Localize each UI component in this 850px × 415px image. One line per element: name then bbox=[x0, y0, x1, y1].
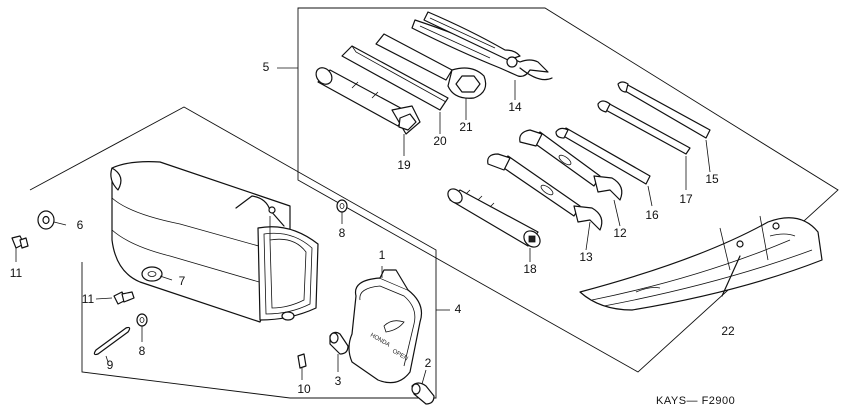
wrench-12 bbox=[519, 129, 623, 201]
callout-22: 22 bbox=[721, 324, 735, 338]
wrench-16 bbox=[555, 127, 651, 185]
callout-12: 12 bbox=[613, 226, 627, 240]
washer-6 bbox=[37, 210, 55, 230]
grommet-10 bbox=[297, 353, 307, 369]
pin-9 bbox=[93, 326, 131, 356]
leader-lines bbox=[15, 67, 711, 385]
callout-8-top: 8 bbox=[339, 226, 346, 240]
callout-19: 19 bbox=[397, 158, 411, 172]
callout-11-bottom: 11 bbox=[82, 292, 95, 306]
callout-10: 10 bbox=[297, 382, 311, 396]
callout-7: 7 bbox=[179, 274, 186, 288]
callout-8-bottom: 8 bbox=[139, 344, 146, 358]
callout-17: 17 bbox=[679, 192, 693, 206]
callout-5: 5 bbox=[263, 60, 270, 74]
tool-box-body bbox=[110, 161, 319, 323]
callout-3: 3 bbox=[335, 374, 342, 388]
wrench-15 bbox=[617, 81, 711, 139]
tool-bag bbox=[579, 215, 823, 311]
callout-6: 6 bbox=[77, 218, 84, 232]
tool-box-group-outline bbox=[29, 106, 437, 399]
lock-2 bbox=[411, 382, 435, 405]
box-spanner bbox=[315, 67, 421, 135]
callout-16: 16 bbox=[645, 208, 659, 222]
wrench-13 bbox=[487, 153, 603, 231]
callout-18: 18 bbox=[523, 262, 537, 276]
callout-4: 4 bbox=[455, 302, 462, 316]
callout-2: 2 bbox=[425, 356, 432, 370]
callout-9: 9 bbox=[107, 358, 114, 372]
washer-7 bbox=[141, 266, 163, 282]
callout-21: 21 bbox=[459, 120, 473, 134]
bolt-11-top bbox=[11, 235, 29, 249]
nut-8-top bbox=[336, 199, 348, 213]
screwdriver-handle bbox=[447, 188, 541, 248]
callout-14: 14 bbox=[508, 100, 522, 114]
nut-8-bottom bbox=[136, 313, 148, 327]
tool-box-cover: HONDA OPEN bbox=[348, 269, 423, 384]
collar-3 bbox=[329, 331, 349, 355]
pliers bbox=[411, 11, 553, 81]
callout-1: 1 bbox=[379, 248, 386, 262]
callout-15: 15 bbox=[705, 172, 719, 186]
ring-wrench bbox=[375, 33, 487, 99]
part-callouts: 5 6 11 7 8 11 8 9 10 3 1 2 4 14 21 20 19… bbox=[10, 60, 735, 396]
callout-20: 20 bbox=[433, 134, 447, 148]
handle-bar bbox=[341, 45, 449, 111]
bolt-11-bottom bbox=[113, 291, 135, 305]
callout-13: 13 bbox=[579, 250, 593, 264]
callout-11-top: 11 bbox=[10, 266, 23, 280]
wrench-17 bbox=[597, 100, 691, 155]
catalog-code: KAYS— F2900 bbox=[656, 395, 735, 407]
